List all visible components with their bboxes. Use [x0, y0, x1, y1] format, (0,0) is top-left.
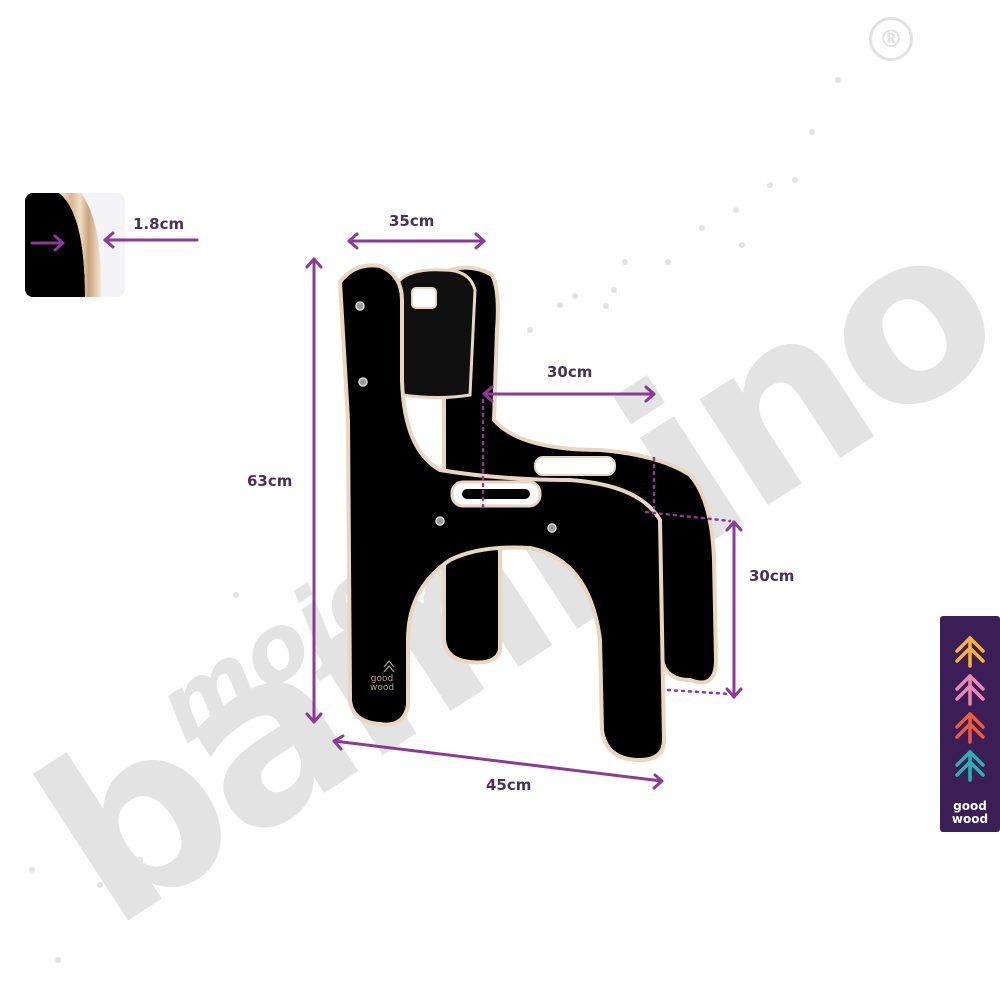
seat-depth-label: 30cm	[547, 363, 593, 381]
backrest-handle	[411, 287, 437, 309]
screw	[358, 377, 368, 387]
screw	[547, 523, 557, 533]
screw	[435, 516, 445, 526]
depth-label: 45cm	[486, 776, 532, 794]
plywood-edge-inset	[25, 193, 125, 297]
seat-height-label: 30cm	[749, 567, 795, 585]
chair-logo-word1: good	[370, 674, 394, 684]
registered-icon: ®	[869, 17, 913, 61]
chair-logo-text: good wood	[364, 675, 400, 693]
width-back-label: 35cm	[389, 212, 435, 230]
screw	[355, 301, 365, 311]
brand-word2: wood	[951, 812, 989, 826]
thickness-arrows	[30, 231, 199, 252]
seat-slot-back	[534, 456, 616, 476]
thickness-label: 1.8cm	[133, 215, 185, 233]
chair-front-panel	[337, 263, 667, 763]
brand-arrow-icon	[955, 636, 985, 782]
brand-word1: good	[953, 799, 987, 813]
height-label: 63cm	[247, 472, 293, 490]
dim-depth	[332, 739, 664, 783]
chair-logo-word2: wood	[369, 683, 395, 693]
